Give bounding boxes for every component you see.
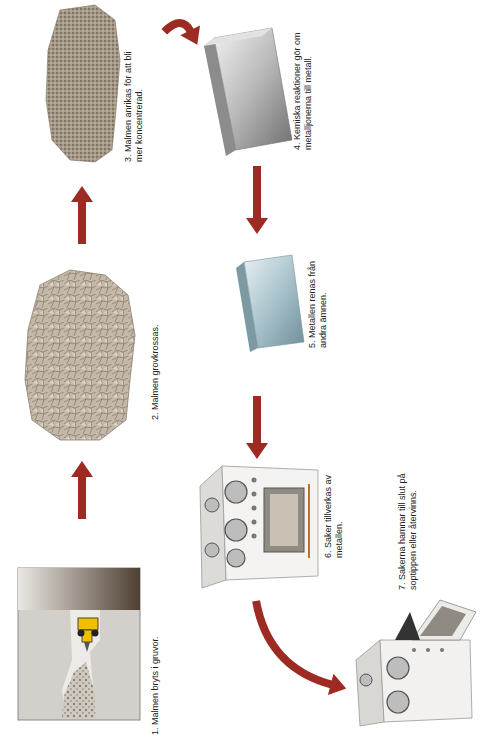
crushed-rock-illustration bbox=[25, 270, 135, 440]
arrow-head bbox=[246, 218, 268, 234]
step-caption: 1. Malmen bryts i gruvor. bbox=[150, 595, 161, 735]
process-step: 5. Metallen renas från andra ämnen. bbox=[230, 240, 340, 390]
process-step: 2. Malmen grovkrossas. bbox=[20, 250, 175, 455]
arrow-shaft bbox=[78, 200, 86, 244]
process-step: 7. Sakerna hamnar till slut på soptippen… bbox=[352, 452, 480, 732]
step-caption: 7. Sakerna hamnar till slut på soptippen… bbox=[397, 454, 419, 590]
arrow-head bbox=[71, 186, 93, 202]
arrow-shaft bbox=[78, 475, 86, 519]
arrow-shaft bbox=[164, 23, 191, 32]
step-caption: 5. Metallen renas från andra ämnen. bbox=[307, 252, 329, 348]
step-caption: 4. Kemiska reaktioner gör om metalljoner… bbox=[292, 26, 314, 150]
broken-stove-illustration bbox=[356, 600, 476, 726]
arrow-shaft bbox=[256, 601, 333, 685]
process-step: 6. Saker tillverkas av metallen. bbox=[195, 465, 350, 595]
arrow-shaft bbox=[253, 396, 261, 445]
step-caption: 6. Saker tillverkas av metallen. bbox=[323, 456, 345, 558]
step-caption: 2. Malmen grovkrossas. bbox=[150, 280, 161, 420]
flow-arrow bbox=[164, 23, 200, 45]
flow-arrow bbox=[246, 166, 268, 234]
process-step: 3. Malmen anrikas för att bli mer koncen… bbox=[40, 2, 160, 180]
arrow-head bbox=[71, 461, 93, 477]
step-caption: 3. Malmen anrikas för att bli mer koncen… bbox=[123, 50, 145, 162]
flow-arrow bbox=[71, 186, 93, 244]
arrow-head bbox=[180, 25, 200, 44]
arrow-shaft bbox=[253, 166, 261, 220]
mine-illustration bbox=[18, 568, 140, 720]
process-step: 1. Malmen bryts i gruvor. bbox=[15, 525, 175, 740]
pure-metal-bar-illustration bbox=[236, 255, 304, 352]
ore-pile-illustration bbox=[46, 5, 120, 162]
process-step: 4. Kemiska reaktioner gör om metalljoner… bbox=[200, 22, 322, 160]
arrow-head bbox=[246, 443, 268, 459]
arrow-head bbox=[328, 674, 346, 695]
flow-arrow bbox=[71, 461, 93, 519]
flow-arrow bbox=[246, 396, 268, 459]
stove-illustration bbox=[200, 466, 318, 588]
metal-bar-illustration bbox=[204, 28, 292, 156]
flow-arrow bbox=[256, 601, 346, 695]
